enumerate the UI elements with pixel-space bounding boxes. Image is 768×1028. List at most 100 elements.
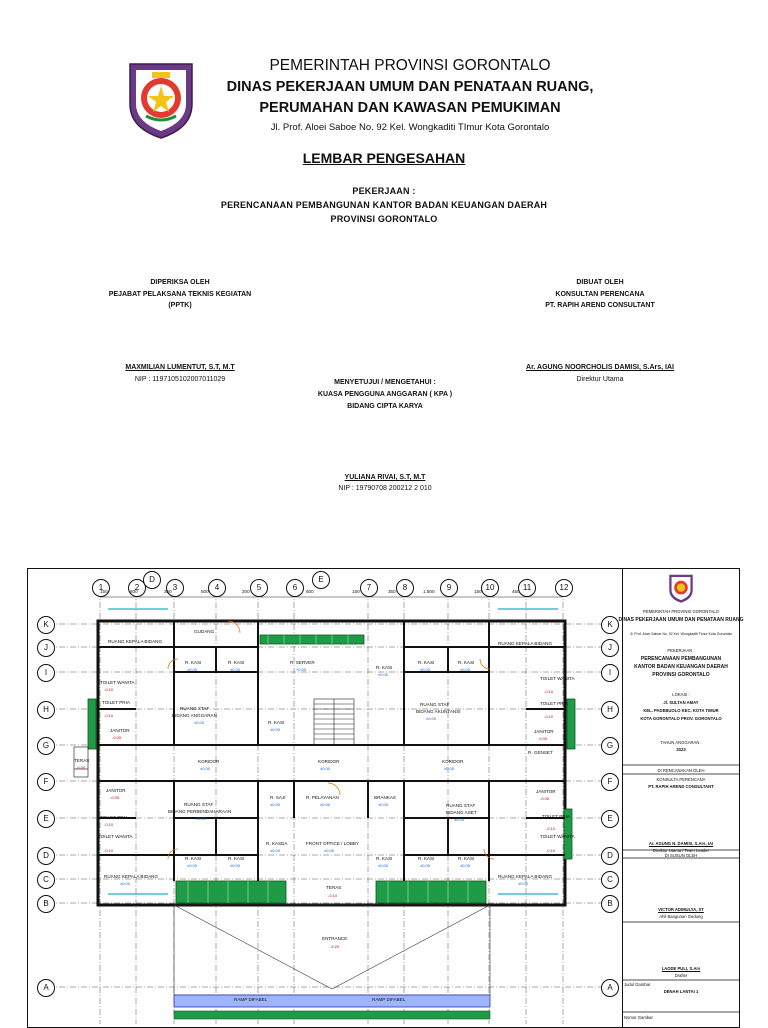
made-role: DIBUAT OLEH: [576, 279, 624, 286]
room-label: BIDANG ASET: [446, 810, 477, 815]
room-label: RUANG KEPALA BIDANG: [498, 874, 553, 879]
level-label: ±0.00: [200, 766, 210, 771]
room-label: RUANG KEPALA BIDANG: [108, 639, 163, 644]
room-label: R. KASI: [228, 856, 245, 861]
level-label: ±0.00: [426, 716, 436, 721]
level-label: -0.10: [104, 848, 114, 853]
approved-nip: NIP : 19790708 200212 2 010: [338, 485, 432, 492]
level-label: ±0.00: [270, 802, 280, 807]
grid-bubble-row: C: [601, 871, 619, 889]
room-label: ENTRANCE: [322, 936, 348, 941]
room-label: RUANG KEPALA BIDANG: [498, 641, 553, 646]
level-label: -0.05: [76, 765, 86, 770]
grid-bubble-col: 11: [518, 579, 536, 597]
checked-role: DIPERIKSA OLEH: [150, 279, 210, 286]
grid-bubble-row: C: [37, 871, 55, 889]
made-title: Direktur Utama: [576, 376, 624, 383]
grid-bubble-row: H: [37, 701, 55, 719]
dimension-label: 200: [242, 589, 250, 594]
approved-role: MENYETUJUI / MENGETAHUI :: [334, 379, 436, 386]
grid-bubble-col: D: [143, 571, 161, 589]
room-label: R. GENSET: [528, 750, 553, 755]
level-label: ±0.00: [378, 672, 388, 677]
grid-bubble-col: E: [312, 571, 330, 589]
approved-name: YULIANA RIVAI, S.T, M.T: [344, 474, 426, 481]
dimension-label: 450: [512, 589, 520, 594]
tb-drawn-label: DI SUSUN OLEH: [664, 853, 698, 858]
grid-bubble-row: I: [601, 664, 619, 682]
department-name-line2: PERUMAHAN DAN KAWASAN PEMUKIMAN: [259, 100, 561, 116]
checked-abbr: (PPTK): [168, 302, 192, 309]
level-label: -0.05: [110, 795, 120, 800]
room-label: BIDANG ANGGARAN: [172, 713, 217, 718]
dimension-label: 150: [352, 589, 360, 594]
grid-bubble-row: D: [37, 847, 55, 865]
room-label: RUANG STAF: [180, 706, 210, 711]
grid-bubble-row: G: [37, 737, 55, 755]
room-label: BIDANG AKUNTANSI: [416, 709, 461, 714]
tb-director-name: Ar. AGUNG N. DAMISI, S.Ars, IAI: [648, 841, 714, 846]
level-label: ±0.00: [460, 667, 470, 672]
room-label: FRONT OFFICE / LOBBY: [306, 841, 360, 846]
room-label: R. KASI: [228, 660, 245, 665]
room-label: RAMP DIFABEL: [234, 997, 268, 1002]
grid-bubble-row: G: [601, 737, 619, 755]
tb-sheet-title: DENAH LANTAI 1: [663, 989, 699, 994]
checked-position: PEJABAT PELAKSANA TEKNIS KEGIATAN: [108, 291, 252, 298]
grid-bubble-col: 5: [250, 579, 268, 597]
grid-bubble-row: F: [37, 773, 55, 791]
level-label: ±0.00: [378, 802, 388, 807]
tb-gov: PEMERINTAH PROVINSI GORONTALO: [643, 609, 719, 614]
grid-bubble-col: 3: [166, 579, 184, 597]
room-label: JANITOR: [534, 729, 554, 734]
work-line1: PERENCANAAN PEMBANGUNAN KANTOR BADAN KEU…: [220, 200, 548, 210]
level-label: ±0.00: [420, 863, 430, 868]
level-label: ±0.00: [196, 816, 206, 821]
government-logo: [124, 58, 198, 140]
room-label: R. KASDA: [266, 841, 288, 846]
tb-year: 2023: [676, 747, 686, 752]
room-label: RUANG STAF: [184, 802, 214, 807]
level-label: ±0.00: [187, 667, 197, 672]
grid-bubble-row: A: [37, 979, 55, 997]
tb-loc1: Jl. SULTAN AMAY: [663, 700, 699, 705]
grid-bubble-row: H: [601, 701, 619, 719]
tb-work1: PERENCANAAN PEMBANGUNAN: [640, 656, 722, 662]
room-label: R. SERVER: [290, 660, 315, 665]
room-label: RUANG STAF: [446, 803, 476, 808]
room-label: TERAS: [326, 885, 342, 890]
made-name: Ar. AGUNG NOORCHOLIS DAMISI, S.Ars, IAI: [526, 364, 674, 371]
grid-bubble-col: 1: [92, 579, 110, 597]
room-label: R. SAJI: [270, 795, 286, 800]
level-label: ±0.00: [454, 817, 464, 822]
work-label: PEKERJAAN :: [352, 186, 416, 196]
level-label: -0.10: [104, 822, 114, 827]
level-label: -0.10: [544, 689, 554, 694]
room-label: TOILET PRIA: [100, 815, 128, 820]
level-label: ±0.00: [230, 863, 240, 868]
document-title: LEMBAR PENGESAHAN: [302, 150, 466, 166]
made-position: KONSULTAN PERENCANA: [555, 291, 645, 298]
tb-loc2: KEL. PADEBUOLO KEC. KOTA TIMUR: [643, 708, 719, 713]
level-label: ±0.00: [320, 766, 330, 771]
title-block: [622, 568, 740, 1028]
room-label: TERAS: [74, 758, 90, 763]
grid-bubble-row: A: [601, 979, 619, 997]
tb-director-title: Direktur Utama / Team Leader: [652, 848, 709, 853]
dimension-label: 600: [130, 589, 138, 594]
department-name-line1: DINAS PEKERJAAN UMUM DAN PENATAAN RUANG,: [226, 79, 594, 95]
level-label: -0.10: [328, 893, 338, 898]
room-label: BRANKAS: [374, 795, 396, 800]
room-label: BIDANG PERBENDAHARAAN: [168, 809, 232, 814]
tb-dept: DINAS PEKERJAAN UMUM DAN PENATAAN RUANG: [618, 617, 744, 623]
grid-bubble-col: 7: [360, 579, 378, 597]
checked-nip: NIP : 1197105102007011029: [134, 376, 226, 383]
room-label: R. KASI: [268, 720, 285, 725]
tb-expert-title: Ahli Bangunan Gedung: [659, 914, 703, 919]
room-label: R. KASI: [418, 660, 435, 665]
room-label: GUDANG: [194, 629, 215, 634]
room-label: R. KASI: [458, 660, 475, 665]
room-label: R. KASI: [185, 856, 202, 861]
tb-drafter-name: LAODE PULI, S.Ars: [661, 966, 701, 971]
room-label: JANITOR: [106, 788, 126, 793]
